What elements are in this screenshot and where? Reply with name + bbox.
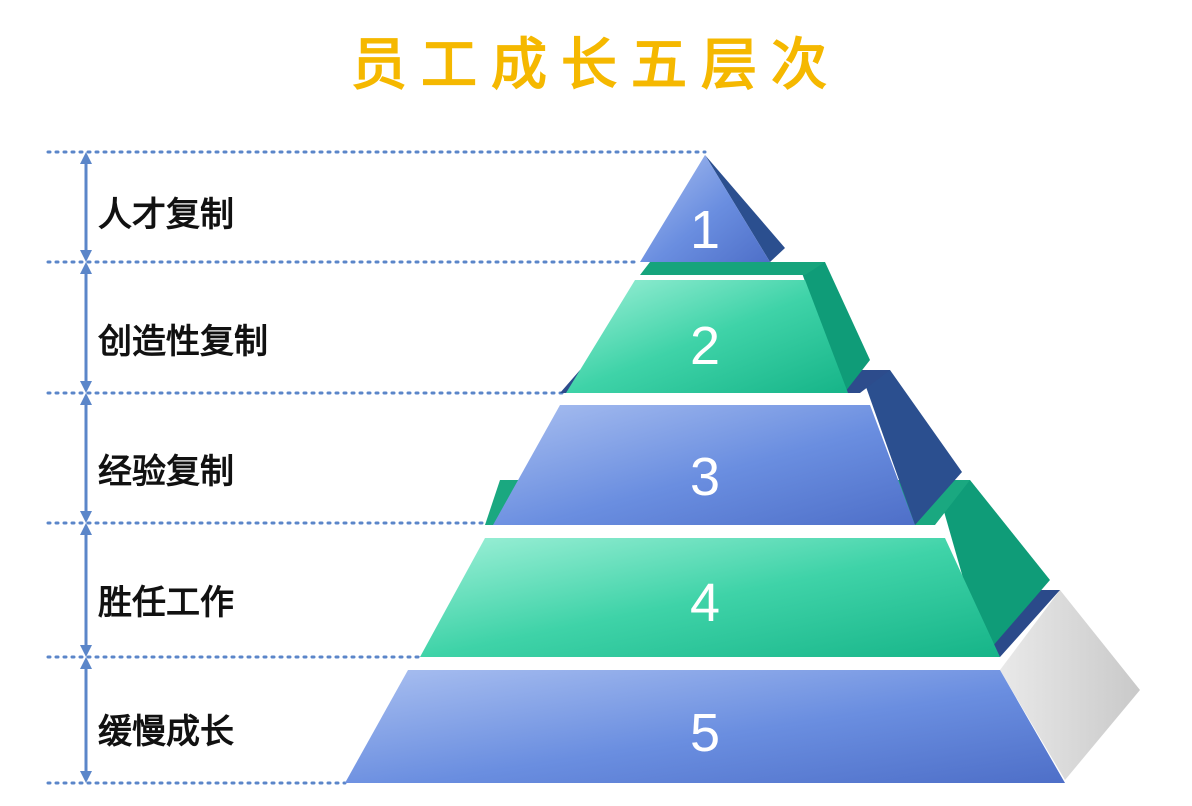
tier-4-number: 4 <box>690 573 720 633</box>
tier-4-face <box>420 538 1000 657</box>
tier-3-side <box>860 370 962 525</box>
tier-4-side <box>935 480 1050 655</box>
tier-2-top-edge <box>640 262 825 275</box>
tier-2-face <box>566 280 848 393</box>
arrow-level-4 <box>80 523 92 657</box>
tier-1-face <box>640 155 770 262</box>
level-3-label: 经验复制 <box>98 452 234 492</box>
arrow-level-5 <box>80 657 92 783</box>
tier-3-number: 3 <box>690 447 720 507</box>
tier-5-shadow-side <box>1000 590 1140 780</box>
arrow-level-2 <box>80 262 92 393</box>
arrow-level-3 <box>80 393 92 523</box>
tier-2-number: 2 <box>690 316 720 376</box>
tier-1-side <box>705 155 785 262</box>
tier-3-face <box>493 405 915 525</box>
tier-2-side <box>798 262 870 392</box>
arrow-level-1 <box>80 152 92 262</box>
tier-1-number: 1 <box>690 200 720 260</box>
level-5-label: 缓慢成长 <box>98 712 234 752</box>
level-1-label: 人才复制 <box>98 195 234 235</box>
level-4-label: 胜任工作 <box>98 583 234 623</box>
tier-5-number: 5 <box>690 703 720 763</box>
page-title: 员工成长五层次 <box>351 32 841 98</box>
tier-5-face <box>345 670 1065 783</box>
level-2-label: 创造性复制 <box>98 322 268 362</box>
